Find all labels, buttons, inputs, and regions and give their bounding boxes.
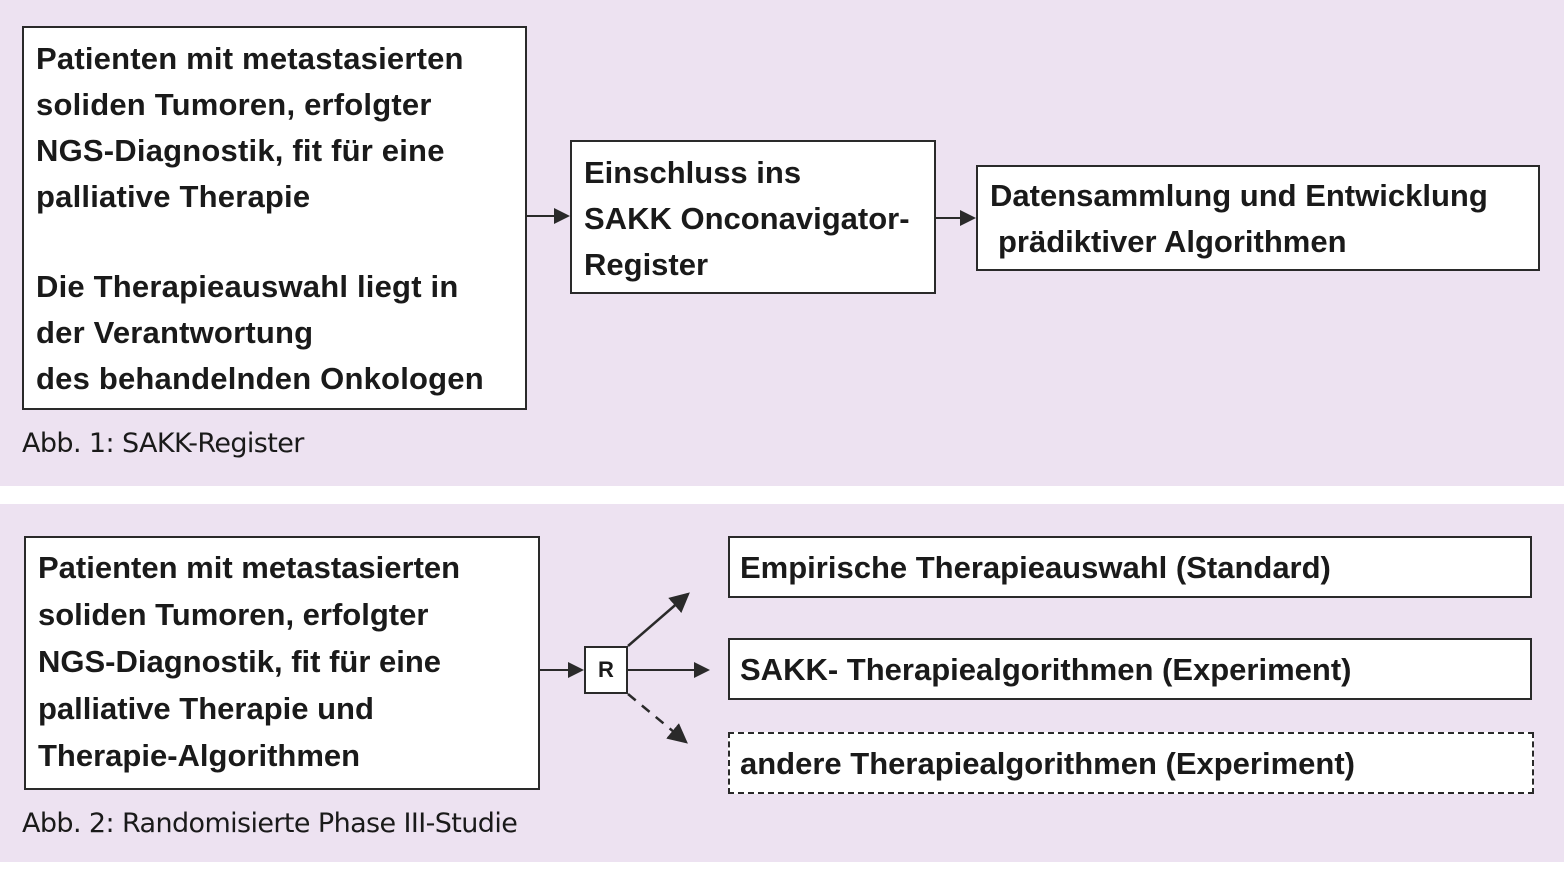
data-collection-line: prädiktiver Algorithmen bbox=[998, 224, 1347, 259]
figure-1-panel: Patienten mit metastasierten soliden Tum… bbox=[0, 0, 1564, 486]
registry-line: Einschluss ins bbox=[584, 155, 802, 190]
arm-sakk-algorithm-label: SAKK- Therapiealgorithmen (Experiment) bbox=[740, 652, 1352, 687]
figure-1-caption: Abb. 1: SAKK-Register bbox=[22, 428, 304, 459]
patients-line: palliative Therapie bbox=[36, 179, 311, 214]
trial-patients-line: Patienten mit metastasierten bbox=[38, 550, 461, 585]
trial-patients-line: NGS-Diagnostik, fit für eine bbox=[38, 644, 442, 679]
data-collection-line: Datensammlung und Entwicklung bbox=[990, 178, 1488, 213]
arrow-randomization-to-standard bbox=[627, 592, 690, 647]
patients-criteria-box: Patienten mit metastasierten soliden Tum… bbox=[22, 26, 527, 410]
figure-2-caption: Abb. 2: Randomisierte Phase III-Studie bbox=[22, 808, 518, 839]
registry-inclusion-box: Einschluss ins SAKK Onconavigator- Regis… bbox=[570, 140, 936, 294]
trial-patients-box: Patienten mit metastasierten soliden Tum… bbox=[24, 536, 540, 790]
responsibility-line: Die Therapieauswahl liegt in bbox=[36, 269, 459, 304]
arm-standard-box: Empirische Therapieauswahl (Standard) bbox=[728, 536, 1532, 598]
arm-standard-label: Empirische Therapieauswahl (Standard) bbox=[740, 550, 1331, 585]
patients-line: Patienten mit metastasierten bbox=[36, 41, 464, 76]
arm-sakk-algorithm-box: SAKK- Therapiealgorithmen (Experiment) bbox=[728, 638, 1532, 700]
responsibility-line: des behandelnden Onkologen bbox=[36, 361, 484, 396]
trial-patients-line: palliative Therapie und bbox=[38, 691, 374, 726]
arm-other-algorithm-label: andere Therapiealgorithmen (Experiment) bbox=[740, 746, 1355, 781]
patients-line: soliden Tumoren, erfolgter bbox=[36, 87, 432, 122]
data-collection-box: Datensammlung und Entwicklung prädiktive… bbox=[976, 165, 1540, 271]
registry-line: SAKK Onconavigator- bbox=[584, 201, 910, 236]
paragraph-spacer bbox=[36, 220, 525, 264]
registry-line: Register bbox=[584, 247, 709, 282]
randomization-box: R bbox=[584, 646, 628, 694]
responsibility-line: der Verantwortung bbox=[36, 315, 314, 350]
arrow-randomization-to-other bbox=[627, 693, 688, 744]
patients-line: NGS-Diagnostik, fit für eine bbox=[36, 133, 445, 168]
trial-patients-line: soliden Tumoren, erfolgter bbox=[38, 597, 429, 632]
figure-2-panel: Patienten mit metastasierten soliden Tum… bbox=[0, 504, 1564, 862]
trial-patients-line: Therapie-Algorithmen bbox=[38, 738, 361, 773]
arm-other-algorithm-box: andere Therapiealgorithmen (Experiment) bbox=[728, 732, 1534, 794]
